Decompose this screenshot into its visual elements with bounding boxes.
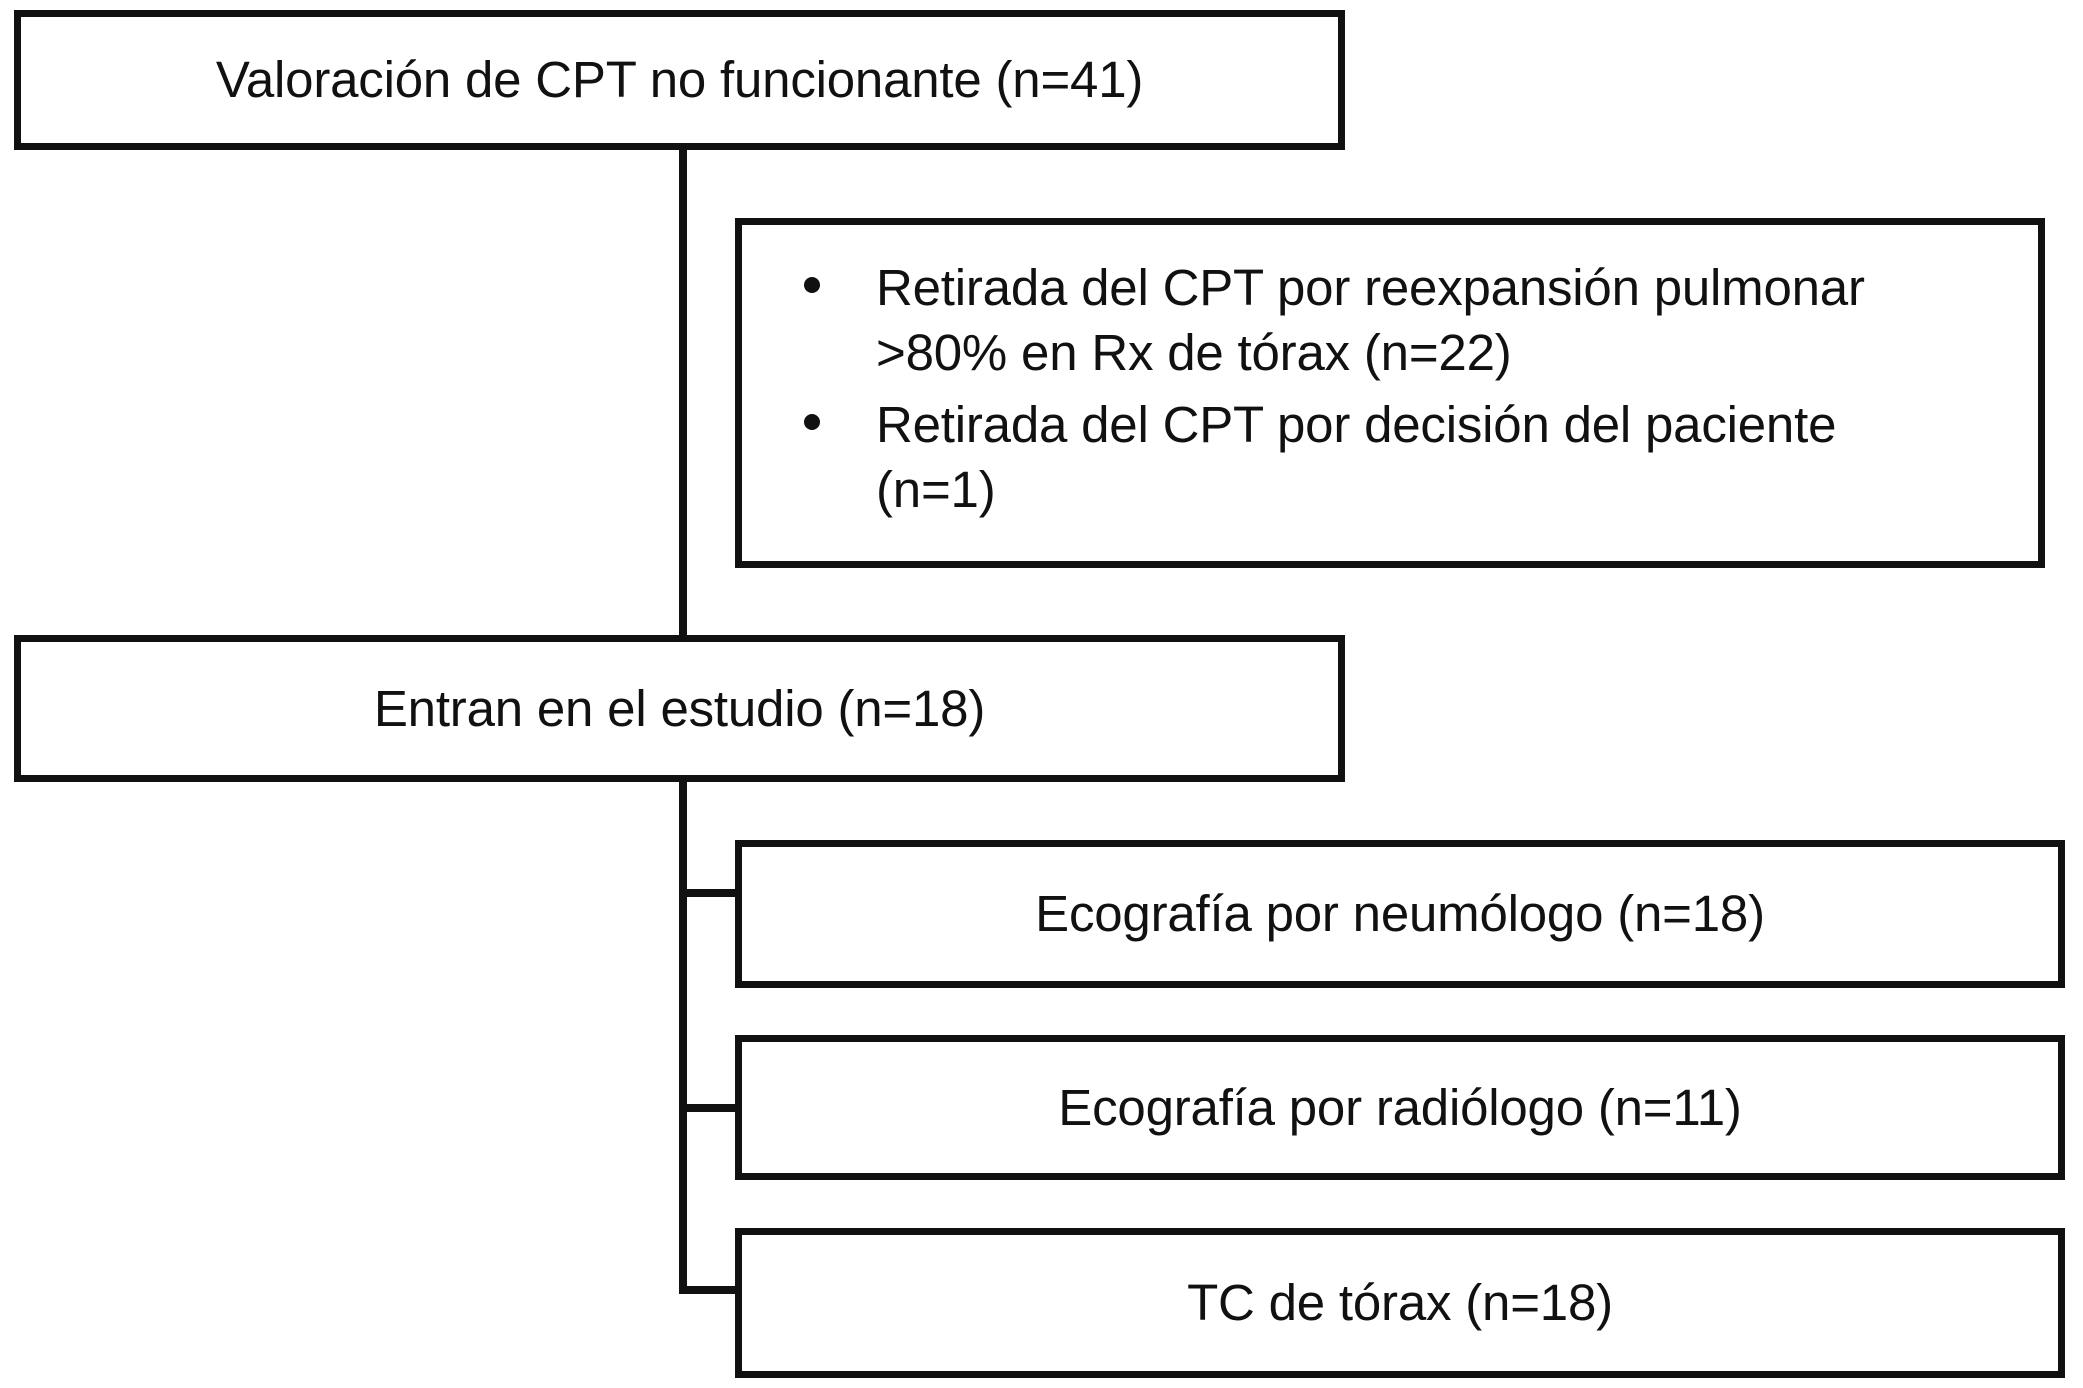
node-lus-pulmonologist: Ecografía por neumólogo (n=18) <box>735 840 2065 988</box>
node-ct-chest: TC de tórax (n=18) <box>735 1228 2065 1378</box>
node-lus-radiologist-label: Ecografía por radiólogo (n=11) <box>1058 1078 1742 1136</box>
list-item: Retirada del CPT por reexpansión pulmona… <box>766 255 1916 386</box>
node-ct-chest-label: TC de tórax (n=18) <box>1187 1274 1613 1332</box>
connector-enrolled-spine <box>679 778 687 1294</box>
node-lus-pulmonologist-label: Ecografía por neumólogo (n=18) <box>1035 885 1765 943</box>
node-screening: Valoración de CPT no funcionante (n=41) <box>14 10 1345 150</box>
list-item: Retirada del CPT por decisión del pacien… <box>766 392 1916 523</box>
exclusion-list: Retirada del CPT por reexpansión pulmona… <box>766 255 2014 522</box>
connector-stub-ct-chest <box>679 1286 741 1294</box>
exclusion-item-text: Retirada del CPT por decisión del pacien… <box>876 395 1837 518</box>
node-enrolled-label: Entran en el estudio (n=18) <box>373 679 986 737</box>
node-enrolled: Entran en el estudio (n=18) <box>14 635 1345 782</box>
bullet-point-icon <box>804 413 820 430</box>
node-screening-label: Valoración de CPT no funcionante (n=41) <box>215 51 1144 109</box>
connector-stub-lus-pulmonologist <box>679 889 741 897</box>
exclusion-item-text: Retirada del CPT por reexpansión pulmona… <box>876 259 1865 382</box>
node-exclusions: Retirada del CPT por reexpansión pulmona… <box>735 218 2045 568</box>
node-lus-radiologist: Ecografía por radiólogo (n=11) <box>735 1035 2065 1180</box>
bullet-point-icon <box>804 277 820 293</box>
connector-screening-to-enrolled <box>679 146 687 640</box>
connector-stub-lus-radiologist <box>679 1104 741 1112</box>
